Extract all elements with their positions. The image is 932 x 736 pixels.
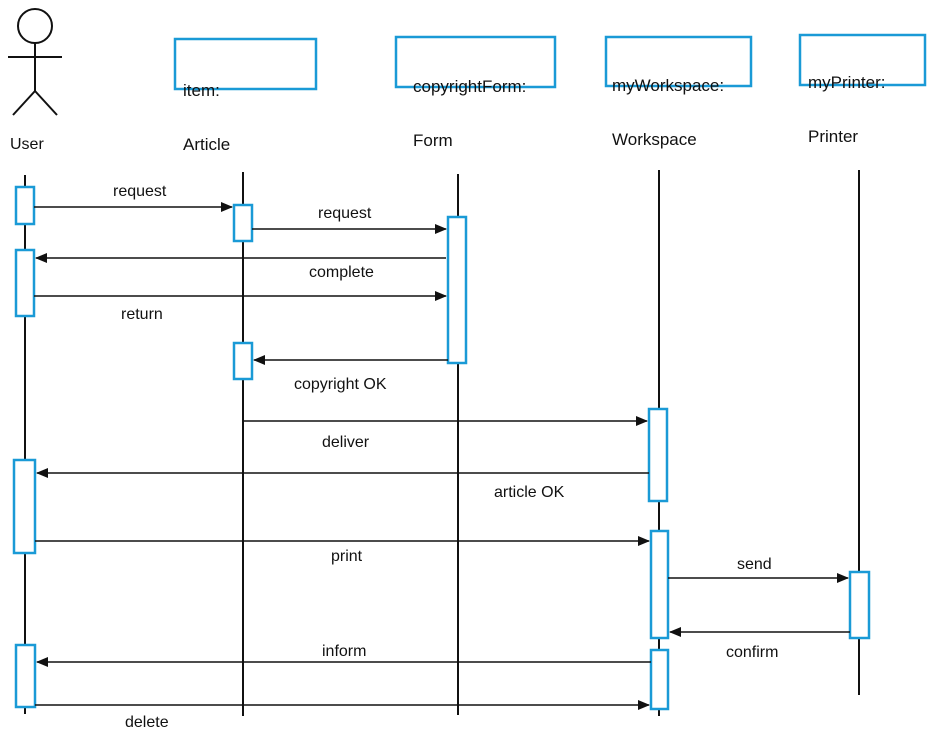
user-actor-icon [8,8,62,116]
activation-user-2 [14,248,36,318]
object-box-copyrightform [394,35,557,89]
message-label-copyright-ok: copyright OK [294,376,387,393]
object-label-copyrightform: copyrightForm: Form [413,42,526,186]
activation-user-3 [12,458,37,555]
message-label-request-1: request [113,183,167,200]
object-name: myWorkspace: [612,76,725,95]
message-label-inform: inform [322,643,367,660]
message-label-print: print [331,548,363,565]
activation-copyrightform-1 [446,215,468,365]
actor-label: User [10,136,44,153]
activation-myworkspace-3 [649,648,670,711]
object-box-item [173,37,318,91]
object-name: item: [183,81,220,100]
activation-myworkspace-1 [647,407,669,503]
object-box-myprinter [798,33,927,87]
message-label-deliver: deliver [322,434,370,451]
object-label-myprinter: myPrinter: Printer [808,38,885,182]
message-label-article-ok: article OK [494,484,565,501]
activation-user-1 [14,185,36,226]
object-name: myPrinter: [808,73,886,92]
message-label-complete: complete [309,264,374,281]
message-label-delete: delete [125,714,169,731]
message-label-request-2: request [318,205,372,222]
activation-myworkspace-2 [649,529,670,640]
object-box-myworkspace [604,35,753,88]
object-class: Form [413,131,453,150]
object-class: Article [183,135,231,154]
object-name: copyrightForm: [413,77,527,96]
object-class: Printer [808,127,859,146]
object-label-myworkspace: myWorkspace: Workspace [612,41,724,185]
activation-user-4 [14,643,37,709]
message-label-confirm: confirm [726,644,779,661]
object-class: Workspace [612,130,697,149]
activation-item-1 [232,203,254,243]
activation-item-2 [232,341,254,381]
object-label-item: item: Article [183,46,230,190]
message-label-send: send [737,556,772,573]
activation-myprinter-1 [848,570,871,640]
message-label-return: return [121,306,163,323]
